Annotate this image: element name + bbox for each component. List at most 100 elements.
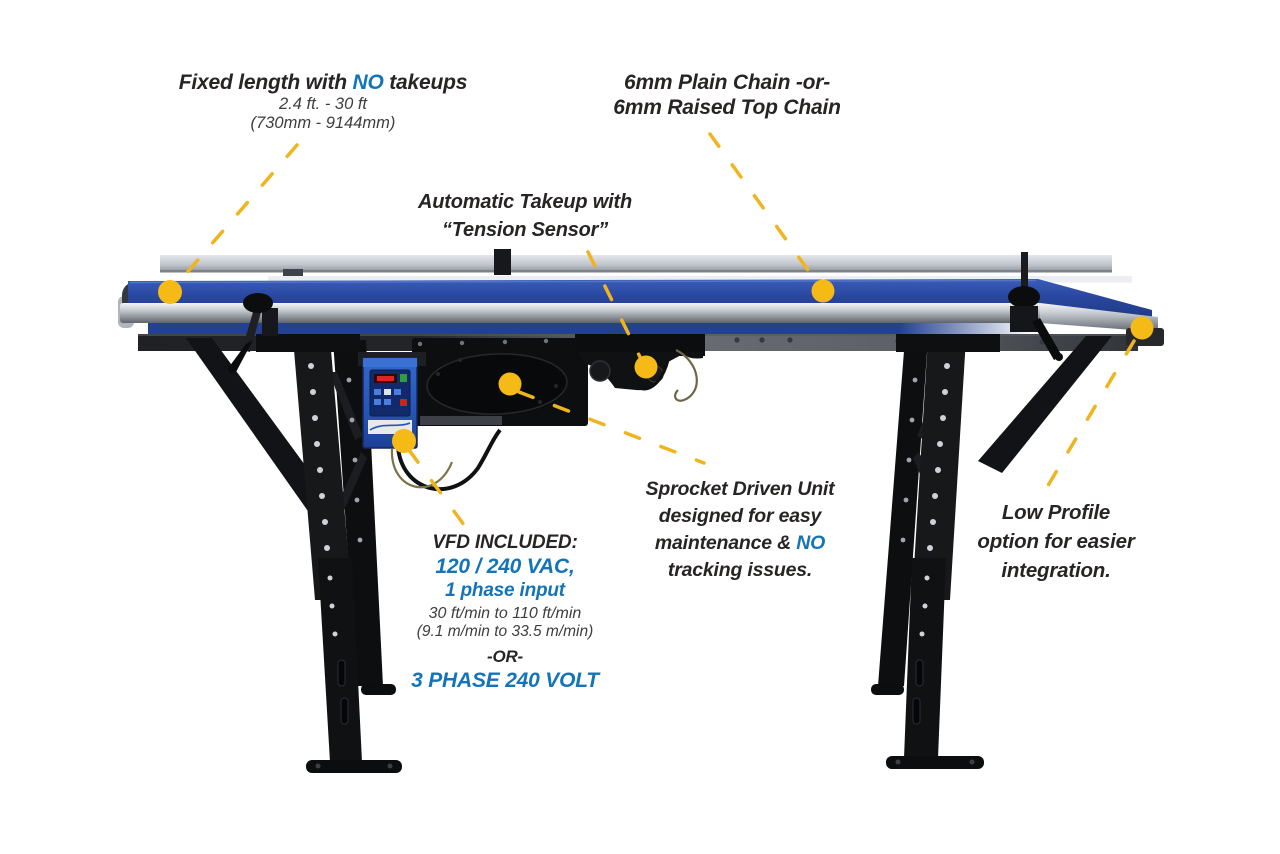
low-profile-text-2: option for easier bbox=[977, 530, 1135, 553]
clamp-handle bbox=[229, 340, 253, 372]
top-rail-edge bbox=[160, 270, 1112, 273]
power-cable bbox=[396, 428, 502, 492]
callout-line-vfd bbox=[407, 448, 469, 531]
clamp-bracket bbox=[262, 308, 278, 336]
callout-leaders bbox=[176, 132, 1136, 531]
belt-highlight bbox=[129, 279, 1037, 284]
clamp-handle-tip bbox=[228, 365, 236, 373]
takeup-wire bbox=[674, 349, 698, 402]
motor-plate-bolts bbox=[417, 337, 581, 347]
right-leg-slots bbox=[912, 659, 924, 725]
vfd-keypad bbox=[374, 389, 407, 406]
clamp-handle bbox=[1032, 318, 1062, 360]
chain-option-2: 6mm Raised Top Chain bbox=[613, 96, 841, 119]
callout-low-profile: Low Profile option for easier integratio… bbox=[977, 498, 1134, 585]
left-leg-bracket bbox=[256, 334, 360, 352]
right-leg-brace bbox=[978, 336, 1112, 473]
clamp-bracket bbox=[1010, 306, 1038, 332]
callout-dot-fixed-length bbox=[158, 280, 182, 304]
callout-sprocket: Sprocket Driven Unit designed for easy m… bbox=[646, 476, 835, 584]
right-leg-holes bbox=[919, 363, 950, 637]
fixed-length-range-mm: (730mm - 9144mm) bbox=[250, 114, 396, 132]
takeup-text-1: Automatic Takeup with bbox=[418, 191, 632, 213]
fixed-length-text: takeups bbox=[383, 71, 468, 94]
vfd-unit bbox=[358, 352, 426, 449]
vfd-display-digits bbox=[377, 376, 394, 381]
left-front-foot bbox=[306, 760, 402, 773]
low-profile-text-1: Low Profile bbox=[1001, 501, 1111, 524]
top-guide-rail bbox=[160, 255, 1112, 272]
callout-vfd: VFD INCLUDED: 120 / 240 VAC, 1 phase inp… bbox=[411, 531, 599, 693]
callout-dot-low-profile bbox=[1130, 316, 1154, 340]
sprocket-accent: NO bbox=[796, 532, 826, 554]
right-back-leg bbox=[878, 338, 928, 686]
foot-hole bbox=[895, 759, 901, 765]
motor-housing bbox=[426, 353, 568, 415]
callout-dot-takeup bbox=[634, 355, 658, 379]
left-leg-assembly bbox=[186, 334, 402, 773]
callout-line-low-profile bbox=[1038, 339, 1136, 501]
vfd-run-button bbox=[400, 374, 407, 382]
foot-hole bbox=[315, 763, 321, 769]
callout-fixed-length: Fixed length with NO takeups 2.4 ft. - 3… bbox=[178, 70, 468, 133]
side-rail-right bbox=[1040, 303, 1158, 332]
vfd-3phase: 3 PHASE 240 VOLT bbox=[411, 669, 599, 692]
clamp-knob bbox=[243, 293, 273, 313]
sprocket-text: maintenance & bbox=[654, 532, 797, 554]
left-leg-slots bbox=[337, 659, 349, 725]
motor-housing-bolts bbox=[436, 358, 558, 404]
vfd-voltage: 120 / 240 VAC, bbox=[435, 555, 575, 578]
right-leg-bracket bbox=[896, 334, 1000, 352]
rail-clamp-left bbox=[228, 293, 278, 373]
right-front-foot bbox=[886, 756, 984, 769]
motor-plate-sheen bbox=[420, 416, 502, 425]
fixed-length-accent: NO bbox=[352, 71, 384, 94]
fixed-length-range-ft: 2.4 ft. - 30 ft bbox=[278, 95, 368, 113]
chain-option-1: 6mm Plain Chain -or- bbox=[623, 71, 831, 94]
takeup-hook bbox=[639, 359, 670, 391]
left-back-leg-holes bbox=[346, 377, 363, 543]
belt-back-edge bbox=[268, 276, 1132, 283]
vfd-or: -OR- bbox=[486, 647, 524, 666]
sprocket-text-2: designed for easy bbox=[658, 505, 822, 527]
callout-chain: 6mm Plain Chain -or- 6mm Raised Top Chai… bbox=[613, 70, 841, 120]
callout-line-fixed-length bbox=[176, 143, 299, 285]
left-back-foot bbox=[361, 684, 396, 695]
right-back-foot bbox=[871, 684, 904, 695]
callout-line-chain bbox=[708, 132, 820, 286]
low-profile-text-3: integration. bbox=[1001, 559, 1111, 582]
vfd-speed-ft: 30 ft/min to 110 ft/min bbox=[428, 605, 582, 622]
right-back-leg-holes bbox=[900, 377, 918, 543]
clamp-rod bbox=[242, 312, 261, 352]
takeup-plate bbox=[575, 334, 705, 356]
conveyor-body bbox=[118, 249, 1164, 351]
takeup-text-2: “Tension Sensor” bbox=[441, 219, 609, 241]
sprocket-text-1: Sprocket Driven Unit bbox=[645, 478, 835, 500]
left-back-leg bbox=[333, 340, 383, 686]
clamp-rod-upper bbox=[1021, 252, 1028, 290]
sprocket-text-4: tracking issues. bbox=[667, 559, 813, 581]
drive-assembly bbox=[390, 334, 705, 492]
rail-clamp-right bbox=[1008, 252, 1063, 361]
callout-dot-vfd bbox=[392, 429, 416, 453]
vfd-title: VFD INCLUDED: bbox=[432, 532, 578, 553]
foot-hole bbox=[969, 759, 975, 765]
right-leg-assembly bbox=[871, 334, 1112, 769]
takeup-sprocket bbox=[589, 360, 611, 382]
left-leg-holes bbox=[308, 363, 338, 637]
vfd-speed-m: (9.1 m/min to 33.5 m/min) bbox=[416, 623, 594, 640]
left-leg-brace bbox=[186, 338, 332, 514]
clamp-knob bbox=[1008, 286, 1040, 308]
clamp-handle-tip bbox=[1055, 353, 1063, 361]
left-leg-gusset bbox=[329, 372, 363, 440]
fixed-length-text: Fixed length with bbox=[178, 71, 353, 94]
sensor-wire bbox=[390, 448, 454, 489]
side-rail bbox=[120, 303, 1042, 323]
callout-dot-sprocket bbox=[498, 372, 522, 396]
belt-front-edge bbox=[148, 323, 1032, 334]
vfd-phase: 1 phase input bbox=[445, 580, 565, 601]
vfd-label-swoosh bbox=[369, 422, 411, 431]
callout-dots bbox=[158, 279, 1154, 453]
